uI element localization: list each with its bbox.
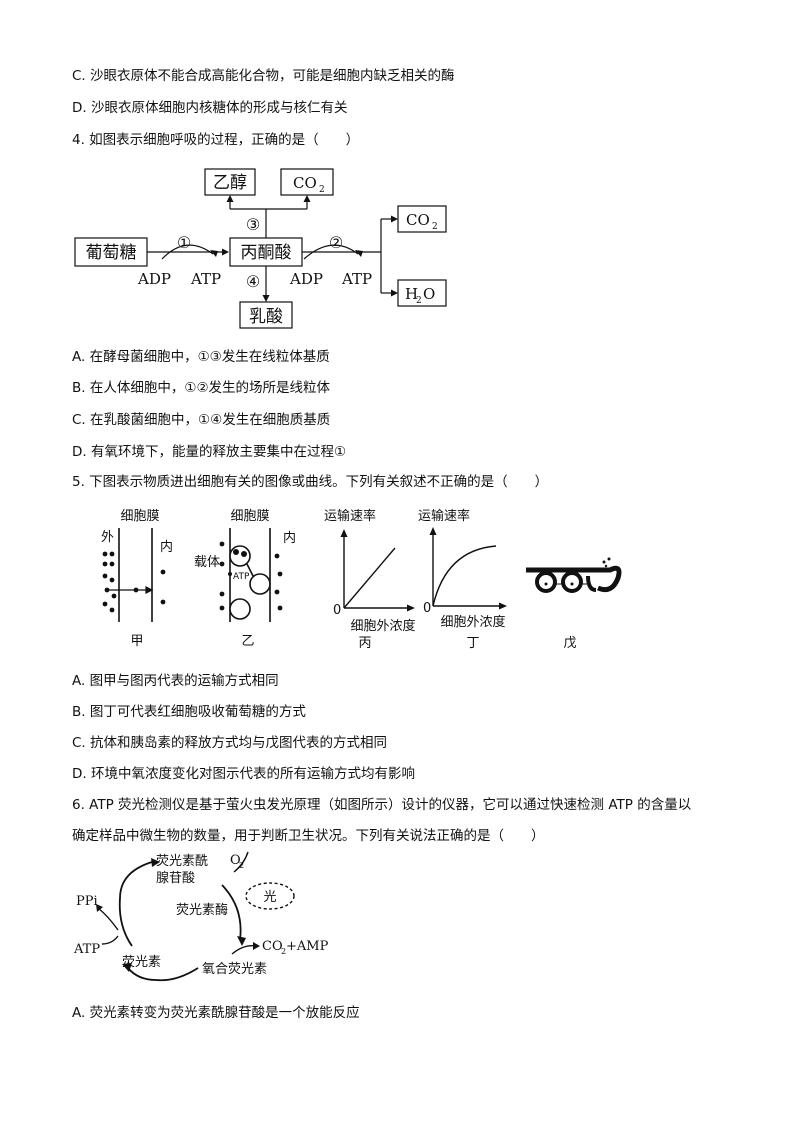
yi-inside-label: 内 [283, 530, 296, 546]
cycle-arc-bottom [127, 967, 199, 982]
adp-label-2: ADP [289, 270, 323, 288]
ding-conc-label: 细胞外浓度 [440, 614, 505, 630]
carrier-protein-right [249, 573, 271, 595]
q6-stem-line1: 6. ATP 荧光检测仪是基于萤火虫发光原理（如图所示）设计的仪器，它可以通过快… [72, 797, 692, 813]
co2-top-label: CO [293, 174, 317, 192]
bing-linear-curve [343, 547, 396, 609]
atp-label-1: ATP [190, 270, 221, 288]
enzyme-label: 荧光素酶 [176, 902, 228, 918]
ding-chart [432, 532, 502, 607]
luciferyl-adenylate-line1: 荧光素酰 [156, 854, 208, 869]
cycle-arc-left [118, 861, 153, 947]
ding-zero: 0 [423, 601, 431, 616]
q5-option-c: C. 抗体和胰岛素的释放方式均与戊图代表的方式相同 [72, 735, 388, 751]
step1-curved-arrow [161, 244, 214, 260]
bing-label: 丙 [358, 636, 371, 651]
oxyluciferin-label: 氧合荧光素 [202, 962, 267, 977]
q5-option-d: D. 环境中氧浓度变化对图示代表的所有运输方式均有影响 [72, 766, 415, 782]
q6-stem-line2: 确定样品中微生物的数量，用于判断卫生状况。下列有关说法正确的是（ ） [72, 828, 545, 844]
wu-vesicle-membrane [526, 557, 622, 593]
q5-option-a: A. 图甲与图丙代表的运输方式相同 [72, 673, 279, 689]
q6-option-a: A. 荧光素转变为荧光素酰腺苷酸是一个放能反应 [72, 1005, 360, 1021]
yi-membrane-label: 细胞膜 [230, 509, 269, 524]
q5-stem: 5. 下图表示物质进出细胞有关的图像或曲线。下列有关叙述不正确的是（ ） [72, 474, 549, 490]
membrane-transport-diagram: 细胞膜 外 内 甲 细胞膜 内 载体 ATP 乙 运输速率 0 细胞外浓度 丙 … [101, 508, 622, 651]
step2-curved-arrow [303, 244, 359, 260]
q3-option-d: D. 沙眼衣原体细胞内核糖体的形成与核仁有关 [72, 100, 348, 116]
co2-amp-subscript: 2 [281, 947, 286, 956]
carrier-label: 载体 [194, 555, 220, 570]
ppi-label: PPi [76, 894, 98, 909]
step3-marker: ③ [246, 215, 260, 234]
step2-marker: ② [329, 233, 343, 252]
wu-label: 戊 [563, 636, 576, 651]
step4-marker: ④ [246, 272, 260, 291]
q4-stem: 4. 如图表示细胞呼吸的过程，正确的是（ ） [72, 132, 360, 148]
h2o-subscript: 2 [416, 296, 422, 306]
ding-label: 丁 [466, 636, 479, 651]
carrier-protein-top [229, 545, 251, 567]
ding-saturation-curve [432, 545, 497, 607]
light-glow [245, 882, 295, 910]
jia-inside-label: 内 [160, 539, 173, 555]
bing-chart [343, 534, 410, 609]
bing-zero: 0 [333, 603, 341, 618]
q4-option-a: A. 在酵母菌细胞中，①③发生在线粒体基质 [72, 349, 330, 365]
o2-subscript: 2 [239, 861, 244, 870]
ding-rate-label: 运输速率 [418, 508, 470, 524]
carrier-protein-bottom [229, 598, 251, 620]
jia-outside-label: 外 [101, 530, 114, 545]
h2o-h: H [405, 285, 418, 303]
co2-top-subscript: 2 [319, 185, 325, 195]
jia-molecules [102, 551, 166, 613]
firefly-luminescence-diagram: 荧光素酰 腺苷酸 O 2 光 荧光素酶 PPi ATP CO 2 +AMP 荧光… [73, 851, 329, 982]
adp-label-1: ADP [137, 270, 171, 288]
pyruvate-label: 丙酮酸 [241, 243, 292, 263]
h2o-o: O [423, 285, 435, 303]
glucose-label: 葡萄糖 [86, 243, 137, 263]
co2-right-subscript: 2 [432, 222, 438, 232]
lactic-acid-label: 乳酸 [249, 307, 283, 327]
co2-right-label: CO [406, 211, 430, 229]
co2-amp-label: CO [262, 939, 283, 954]
jia-membrane-label: 细胞膜 [120, 509, 159, 524]
atp-label-2: ATP [341, 270, 372, 288]
bing-conc-label: 细胞外浓度 [350, 618, 415, 634]
luciferin-label: 荧光素 [122, 955, 161, 970]
q4-option-b: B. 在人体细胞中，①②发生的场所是线粒体 [72, 380, 331, 396]
cell-respiration-diagram: 乙醇 葡萄糖 丙酮酸 乳酸 CO 2 CO 2 H 2 O ① ② ③ ④ AD… [74, 168, 447, 329]
cycle-arc-right [221, 884, 242, 941]
atp-label: ATP [73, 942, 100, 957]
q3-option-c: C. 沙眼衣原体不能合成高能化合物，可能是细胞内缺乏相关的酶 [72, 68, 455, 84]
yi-atp-label: ATP [233, 572, 250, 582]
step1-marker: ① [177, 233, 191, 252]
luciferyl-adenylate-line2: 腺苷酸 [156, 871, 195, 886]
q4-option-c: C. 在乳酸菌细胞中，①④发生在细胞质基质 [72, 412, 331, 428]
light-label: 光 [263, 890, 276, 905]
jia-label: 甲 [130, 634, 143, 649]
yi-label: 乙 [241, 634, 254, 649]
co2-amp-rest: +AMP [286, 939, 329, 954]
bing-rate-label: 运输速率 [324, 508, 376, 524]
o2-label: O [230, 853, 241, 868]
q5-option-b: B. 图丁可代表红细胞吸收葡萄糖的方式 [72, 704, 306, 720]
q4-option-d: D. 有氧环境下，能量的释放主要集中在过程① [72, 444, 347, 460]
ethanol-label: 乙醇 [213, 173, 247, 193]
